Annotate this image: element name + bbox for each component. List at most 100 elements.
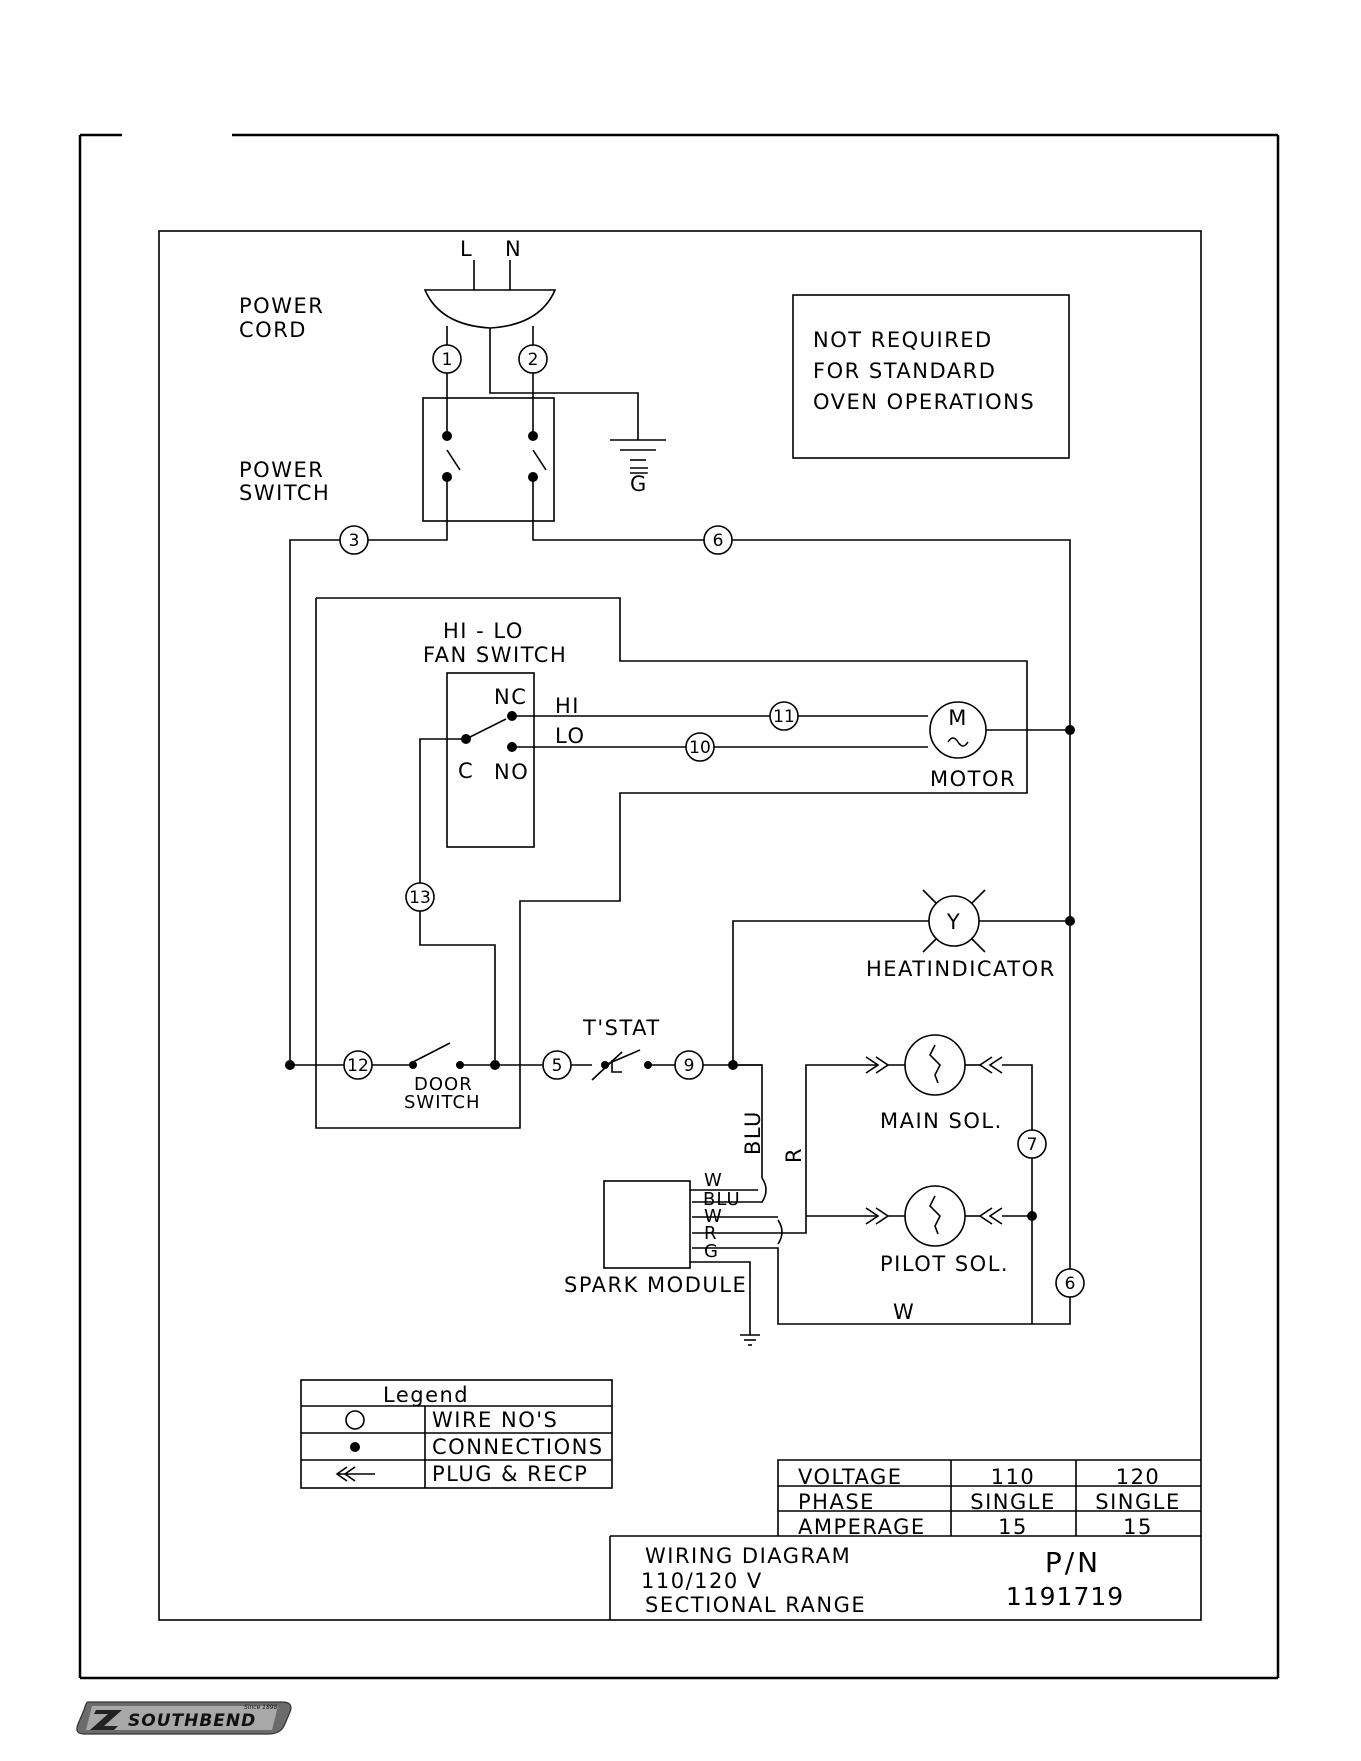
power-switch: POWER SWITCH	[239, 397, 555, 522]
wire-number-11: 11	[769, 701, 799, 731]
note-line-2: FOR STANDARD	[813, 359, 996, 383]
power-cord: POWER CORD L N	[239, 237, 557, 342]
svg-text:1: 1	[442, 350, 453, 370]
svg-text:9: 9	[684, 1056, 695, 1076]
title-block: WIRING DIAGRAM 110/120 V SECTIONAL RANGE…	[609, 1536, 1124, 1620]
heat-indicator-label: HEATINDICATOR	[866, 957, 1056, 981]
r-wire-label: R	[782, 1147, 806, 1163]
legend-row-2: CONNECTIONS	[432, 1435, 604, 1459]
main-solenoid: MAIN SOL.	[865, 1034, 1003, 1133]
door-switch: DOOR SWITCH	[404, 1042, 481, 1113]
svg-text:12: 12	[347, 1056, 369, 1076]
connection-symbol-icon	[350, 1442, 360, 1452]
motor-symbol: M	[948, 706, 968, 730]
neutral-terminal-label: N	[505, 237, 522, 261]
hi-wire-label: HI	[555, 694, 580, 718]
lo-wire-label: LO	[555, 724, 585, 748]
fan-switch: HI - LO FAN SWITCH NC C NO	[423, 619, 567, 848]
spark-pin-5: G	[704, 1241, 719, 1262]
power-cord-label-1: POWER	[239, 294, 324, 318]
wire-number-12: 12	[343, 1050, 373, 1080]
spec-voltage-110: 110	[991, 1465, 1036, 1489]
spec-amperage-120: 15	[1123, 1515, 1153, 1539]
wire-number-10: 10	[685, 732, 715, 762]
spark-pin-4: R	[704, 1223, 718, 1244]
fan-switch-no: NO	[494, 760, 529, 784]
wire-number-6-top: 6	[703, 525, 733, 555]
logo-tagline: Since 1898	[244, 1704, 278, 1711]
wire-number-13: 13	[405, 882, 435, 912]
spark-module: W BLU W R G SPARK MODULE	[564, 1170, 760, 1346]
fan-switch-nc: NC	[494, 685, 527, 709]
ground-icon: G	[610, 439, 666, 496]
svg-text:6: 6	[713, 531, 724, 551]
spark-pin-3: W	[704, 1206, 723, 1227]
spec-phase-label: PHASE	[798, 1490, 875, 1514]
wire-number-9: 9	[674, 1050, 704, 1080]
title-line-1: WIRING DIAGRAM	[645, 1544, 851, 1568]
motor: M MOTOR	[929, 701, 1016, 791]
spec-table: VOLTAGE 110 120 PHASE SINGLE SINGLE AMPE…	[610, 1459, 1201, 1539]
svg-text:2: 2	[528, 350, 539, 370]
power-switch-label-1: POWER	[239, 458, 324, 482]
spark-ground-icon	[740, 1334, 760, 1346]
tstat-label: T'STAT	[582, 1016, 661, 1040]
title-line-3: SECTIONAL RANGE	[645, 1593, 866, 1617]
part-number-label: P/N	[1045, 1546, 1101, 1579]
heat-indicator-symbol: Y	[946, 910, 961, 934]
legend: Legend WIRE NO'S CONNECTIONS PLUG & RECP	[300, 1379, 613, 1489]
wire-number-2: 2	[518, 344, 548, 374]
wire-number-symbol-icon	[345, 1410, 365, 1430]
svg-text:10: 10	[689, 738, 711, 758]
power-switch-label-2: SWITCH	[239, 481, 330, 505]
wire-number-7: 7	[1017, 1129, 1047, 1159]
wire-number-1: 1	[432, 344, 462, 374]
fan-switch-label-2: FAN SWITCH	[423, 643, 567, 667]
legend-row-1: WIRE NO'S	[432, 1408, 558, 1432]
fan-switch-c: C	[458, 759, 474, 783]
svg-text:11: 11	[773, 707, 795, 727]
door-switch-label-2: SWITCH	[404, 1092, 481, 1113]
spec-amperage-110: 15	[998, 1515, 1028, 1539]
plug-icon	[423, 289, 557, 329]
spark-pin-2: BLU	[703, 1189, 741, 1210]
part-number: 1191719	[1006, 1582, 1124, 1611]
spec-amperage-label: AMPERAGE	[798, 1515, 926, 1539]
title-line-2: 110/120 V	[641, 1569, 763, 1593]
pilot-sol-label: PILOT SOL.	[880, 1252, 1009, 1276]
note-line-3: OVEN OPERATIONS	[813, 390, 1035, 414]
w-wire-label: W	[893, 1300, 915, 1324]
diagram-border	[158, 230, 1202, 1621]
plug-receptacle-symbol-icon	[335, 1466, 375, 1482]
power-cord-label-2: CORD	[239, 318, 307, 342]
ground-label: G	[630, 472, 648, 496]
svg-text:5: 5	[552, 1056, 563, 1076]
blu-wire-label: BLU	[741, 1110, 765, 1155]
spec-phase-120: SINGLE	[1095, 1490, 1180, 1514]
legend-row-3: PLUG & RECP	[432, 1462, 588, 1486]
line-terminal-label: L	[460, 237, 473, 261]
door-switch-label-1: DOOR	[414, 1074, 473, 1095]
spec-voltage-120: 120	[1116, 1465, 1161, 1489]
note-line-1: NOT REQUIRED	[813, 328, 993, 352]
svg-text:6: 6	[1065, 1274, 1076, 1294]
southbend-logo: SOUTHBEND Since 1898	[76, 1701, 292, 1735]
thermostat: T'STAT	[582, 1016, 661, 1081]
svg-text:7: 7	[1027, 1135, 1038, 1155]
svg-text:3: 3	[349, 531, 360, 551]
pilot-solenoid: PILOT SOL.	[865, 1185, 1009, 1276]
wire-number-3: 3	[339, 525, 369, 555]
note-box: NOT REQUIRED FOR STANDARD OVEN OPERATION…	[792, 294, 1070, 459]
main-sol-label: MAIN SOL.	[880, 1109, 1003, 1133]
wire-number-6-bottom: 6	[1055, 1268, 1085, 1298]
motor-label: MOTOR	[930, 767, 1016, 791]
spark-pin-1: W	[704, 1170, 723, 1191]
spec-phase-110: SINGLE	[970, 1490, 1055, 1514]
legend-title: Legend	[383, 1383, 469, 1407]
optional-region-outline	[315, 597, 1028, 1129]
fan-switch-label-1: HI - LO	[443, 619, 524, 643]
svg-text:13: 13	[409, 888, 431, 908]
heat-indicator: Y HEATINDICATOR	[866, 889, 1056, 981]
spark-module-label: SPARK MODULE	[564, 1273, 747, 1297]
